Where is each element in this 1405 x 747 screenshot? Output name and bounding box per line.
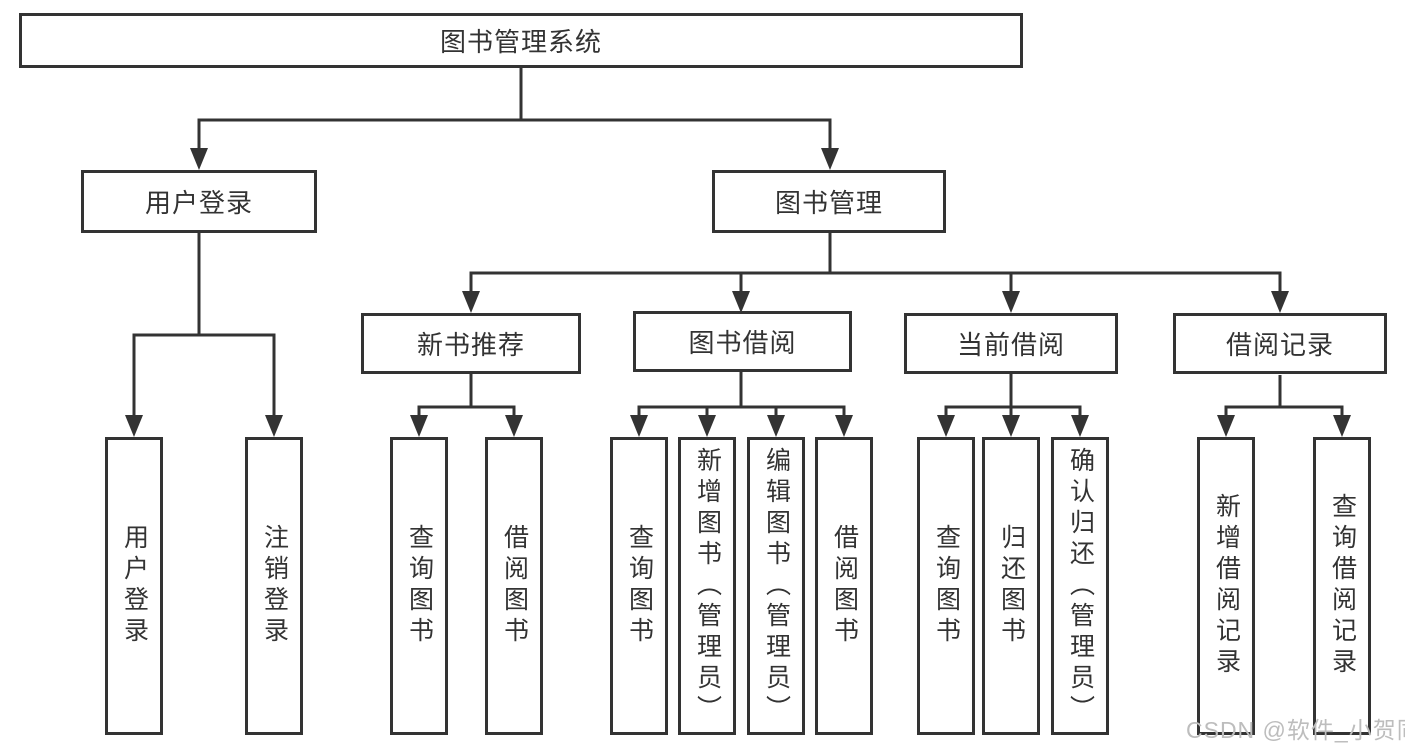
leaf-label: 借阅图书 (500, 524, 529, 648)
leaf-query-books-newbook: 查询图书 (390, 437, 448, 735)
leaf-label: 查询图书 (405, 524, 434, 648)
leaf-label: 新增借阅记录 (1212, 493, 1241, 679)
leaf-confirm-return-admin: 确认归还（管理员） (1051, 437, 1109, 735)
leaf-label: 归还图书 (997, 524, 1026, 648)
leaf-label: 确认归还（管理员） (1066, 446, 1095, 726)
leaf-label: 编辑图书（管理员） (762, 446, 791, 726)
node-new-book-recommend: 新书推荐 (361, 313, 581, 374)
node-root: 图书管理系统 (19, 13, 1023, 68)
leaf-label: 用户登录 (120, 524, 149, 648)
leaf-query-books-borrow: 查询图书 (610, 437, 668, 735)
leaf-label: 查询图书 (932, 524, 961, 648)
leaf-add-borrow-record: 新增借阅记录 (1197, 437, 1255, 735)
leaf-user-login: 用户登录 (105, 437, 163, 735)
leaf-return-books: 归还图书 (982, 437, 1040, 735)
leaf-label: 注销登录 (260, 524, 289, 648)
leaf-edit-books-admin: 编辑图书（管理员） (747, 437, 805, 735)
leaf-query-borrow-record: 查询借阅记录 (1313, 437, 1371, 735)
leaf-logout: 注销登录 (245, 437, 303, 735)
node-current-borrow: 当前借阅 (904, 313, 1118, 374)
leaf-query-books-current: 查询图书 (917, 437, 975, 735)
leaf-borrow-books: 借阅图书 (815, 437, 873, 735)
leaf-add-books-admin: 新增图书（管理员） (678, 437, 736, 735)
node-borrow-records: 借阅记录 (1173, 313, 1387, 374)
csdn-watermark: CSDN @软件_小贺同学 (1186, 717, 1405, 743)
leaf-label: 查询图书 (625, 524, 654, 648)
node-user-login: 用户登录 (81, 170, 317, 233)
node-book-management: 图书管理 (712, 170, 946, 233)
leaf-borrow-books-newbook: 借阅图书 (485, 437, 543, 735)
node-book-borrow: 图书借阅 (633, 311, 852, 372)
leaf-label: 查询借阅记录 (1328, 493, 1357, 679)
leaf-label: 借阅图书 (830, 524, 859, 648)
leaf-label: 新增图书（管理员） (693, 446, 722, 726)
